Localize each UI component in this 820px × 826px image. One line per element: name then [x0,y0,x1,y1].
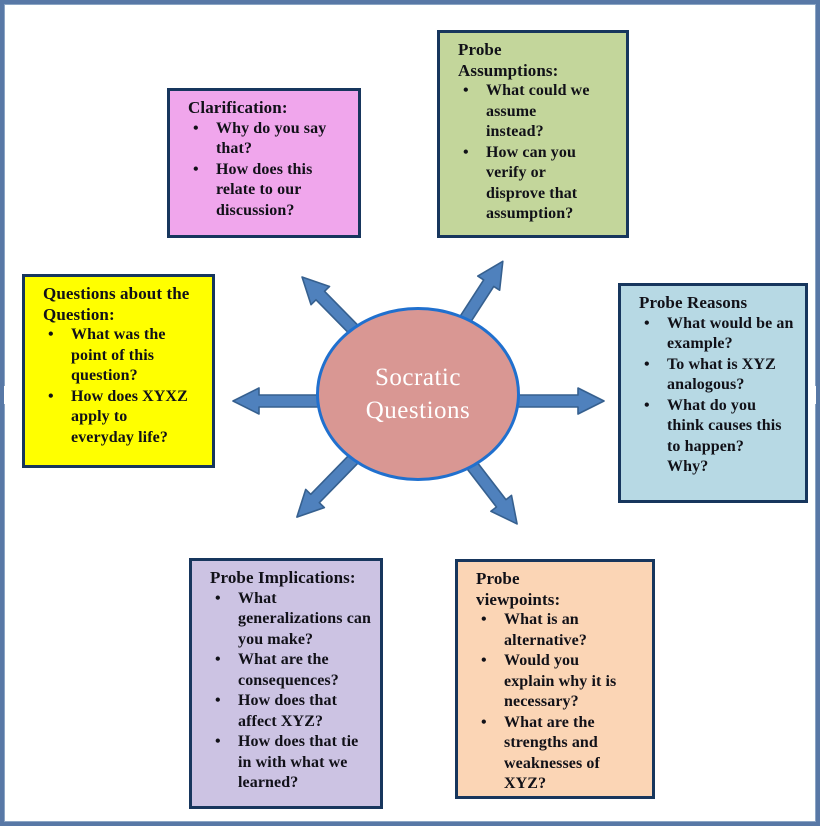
node-probe-assumptions-bullets: What could we assume instead?How can you… [458,81,618,225]
node-probe-implications-bullets: What generalizations can you make?What a… [210,589,372,794]
frame-notch-left [4,386,7,404]
bullet-item: What are the strengths and weaknesses of… [476,713,629,795]
node-clarification-title: Clarification: [188,98,288,117]
frame-notch-right [813,386,816,404]
node-probe-implications: Probe Implications: What generalizations… [189,558,383,809]
node-questions-about-question-bullets: What was the point of this question?How … [43,325,204,448]
node-probe-assumptions: Probe Assumptions: What could we assume … [437,30,629,238]
bullet-item: Why do you say that? [188,119,350,160]
node-probe-implications-title: Probe Implications: [210,568,356,587]
node-probe-assumptions-title: Probe Assumptions: [458,40,559,80]
bullet-item: What was the point of this question? [43,325,191,387]
bullet-item: To what is XYZ analogous? [639,355,797,396]
bullet-item: What generalizations can you make? [210,589,372,651]
center-label: Socratic Questions [365,364,471,424]
bullet-item: What is an alternative? [476,610,629,651]
node-probe-reasons: Probe Reasons What would be an example?T… [618,283,808,503]
node-probe-viewpoints: Probe viewpoints: What is an alternative… [455,559,655,799]
bullet-item: What would be an example? [639,314,797,355]
node-clarification: Clarification: Why do you say that?How d… [167,88,361,238]
node-probe-reasons-title: Probe Reasons [639,293,748,312]
node-probe-reasons-bullets: What would be an example?To what is XYZ … [639,314,797,478]
bullet-item: How can you verify or disprove that assu… [458,143,598,225]
node-probe-viewpoints-title: Probe viewpoints: [476,569,561,609]
bullet-item: How does this relate to our discussion? [188,160,350,222]
bullet-item: What are the consequences? [210,650,372,691]
bullet-item: What do you think causes this to happen?… [639,396,797,478]
bullet-item: How does XYXZ apply to everyday life? [43,387,191,449]
node-probe-viewpoints-bullets: What is an alternative?Would you explain… [476,610,644,795]
center-node: Socratic Questions [316,307,520,481]
bullet-item: Would you explain why it is necessary? [476,651,629,713]
bullet-item: How does that tie in with what we learne… [210,732,372,794]
node-questions-about-question-title: Questions about the Question: [43,284,190,324]
bullet-item: How does that affect XYZ? [210,691,372,732]
node-questions-about-question: Questions about the Question: What was t… [22,274,215,468]
bullet-item: What could we assume instead? [458,81,598,143]
node-clarification-bullets: Why do you say that?How does this relate… [188,119,350,222]
